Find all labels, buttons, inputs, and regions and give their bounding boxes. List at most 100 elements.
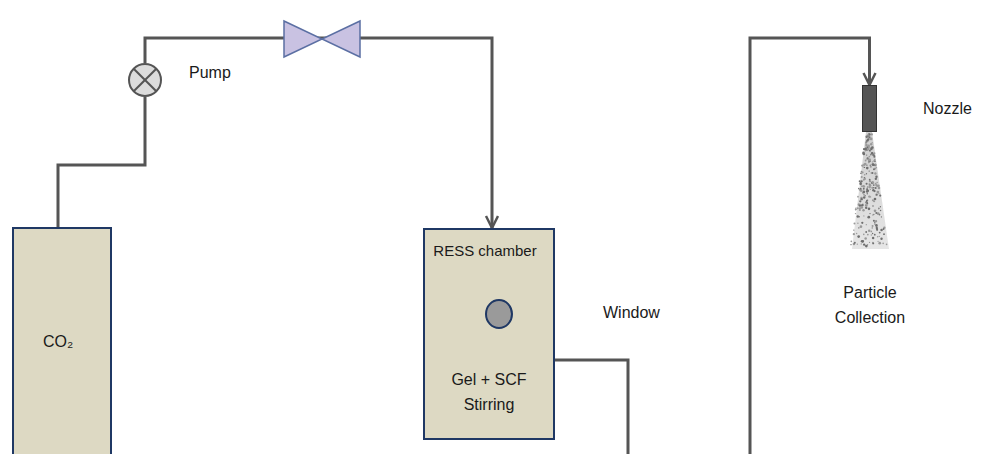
spray-speck [874, 209, 877, 212]
spray-speck [855, 213, 856, 214]
spray-speck [857, 196, 859, 198]
spray-speck [867, 200, 868, 201]
spray-speck [871, 172, 873, 174]
spray-speck [862, 153, 865, 156]
spray-speck [872, 163, 875, 166]
spray-speck [864, 178, 865, 179]
spray-speck [862, 240, 864, 242]
node-text: Pump [189, 63, 231, 83]
spray-speck [869, 242, 870, 243]
spray-speck [881, 216, 882, 217]
spray-speck [867, 216, 870, 219]
spray-speck [865, 142, 866, 143]
spray-speck [880, 229, 882, 231]
spray-speck [862, 152, 865, 155]
spray-speck [863, 185, 865, 187]
spray-speck [858, 188, 859, 189]
spray-speck [880, 210, 881, 211]
spray-speck [866, 188, 868, 190]
ress-chamber: RESS chamberGel + SCF StirringWindow [423, 228, 555, 440]
spray-speck [868, 159, 871, 162]
spray-speck [865, 231, 867, 233]
spray-speck [872, 205, 874, 207]
spray-speck [867, 186, 869, 188]
spray-speck [861, 180, 863, 182]
spray-speck [870, 231, 872, 233]
spray-speck [857, 215, 859, 217]
spray-speck [866, 173, 867, 174]
spray-speck [866, 141, 867, 142]
spray-speck [869, 170, 870, 171]
valve-symbol [284, 21, 360, 57]
spray-speck [861, 222, 863, 224]
spray-speck [862, 241, 864, 243]
spray-speck [867, 134, 869, 136]
spray-speck [873, 214, 874, 215]
spray-speck [865, 148, 867, 150]
spray-speck [859, 180, 861, 182]
spray-speck [873, 184, 875, 186]
spray-speck [875, 175, 877, 177]
spray-speck [864, 178, 866, 180]
spray-speck [864, 174, 866, 176]
spray-speck [870, 189, 871, 190]
spray-speck [876, 227, 878, 229]
spray-speck [875, 164, 876, 165]
node-text: Gel + SCF Stirring [435, 367, 543, 417]
spray-speck [875, 178, 877, 180]
spray-speck [871, 182, 874, 185]
spray-speck [867, 135, 869, 137]
gas-cylinder: CO₂ [12, 227, 112, 454]
spray-speck [875, 187, 877, 189]
spray-speck [869, 151, 870, 152]
spray-speck [877, 241, 878, 242]
spray-speck [860, 189, 863, 192]
spray-speck [863, 152, 864, 153]
spray-speck [869, 150, 871, 152]
spray-speck [869, 180, 871, 182]
spray-speck [871, 234, 872, 235]
spray-speck [874, 198, 877, 201]
pipe-connector [145, 38, 492, 228]
spray-speck [866, 183, 868, 185]
spray-speck [875, 224, 878, 227]
spray-speck [869, 180, 871, 182]
spray-speck [872, 142, 873, 143]
spray-speck [854, 242, 856, 244]
spray-speck [854, 222, 856, 224]
spray-speck [869, 183, 870, 184]
spray-speck [860, 198, 862, 200]
spray-speck [857, 207, 859, 209]
spray-speck [861, 243, 862, 244]
spray-speck [886, 244, 888, 246]
spray-speck [871, 133, 873, 135]
spray-speck [865, 160, 867, 162]
spray-speck [866, 164, 868, 166]
spray-speck [866, 224, 867, 225]
spray-speck [879, 232, 881, 234]
spray-speck [864, 167, 865, 168]
spray-speck [874, 152, 876, 154]
spray-speck [872, 181, 874, 183]
spray-speck [857, 223, 858, 224]
spray-speck [868, 145, 870, 147]
spray-speck [872, 237, 874, 239]
spray-speck [878, 187, 881, 190]
spray-speck [871, 152, 873, 154]
spray-speck [878, 208, 880, 210]
spray-speck [869, 213, 870, 214]
spray-speck [882, 243, 884, 245]
spray-speck [883, 233, 885, 235]
node-text: Nozzle [923, 99, 972, 119]
spray-speck [867, 144, 869, 146]
area-label: Particle Collection [810, 280, 930, 330]
spray-speck [880, 206, 881, 207]
spray-speck [874, 172, 876, 174]
spray-speck [868, 156, 870, 158]
spray-speck [863, 194, 865, 196]
pipe-connector [555, 38, 870, 454]
spray-speck [866, 158, 868, 160]
spray-speck [855, 209, 857, 211]
spray-speck [863, 243, 865, 245]
spray-speck [858, 227, 860, 229]
